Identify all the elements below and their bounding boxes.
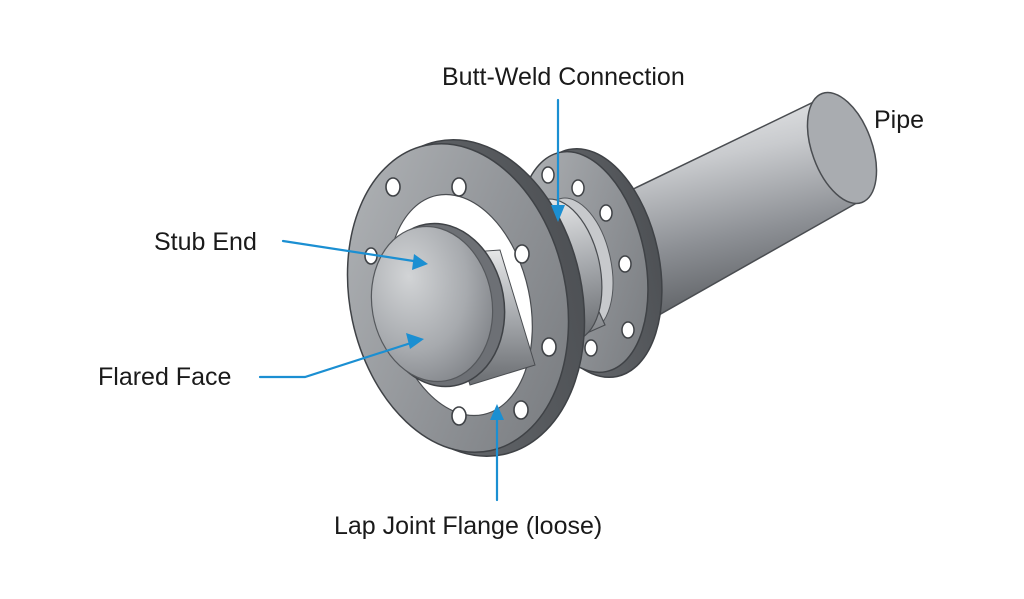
stub-end-arrowhead bbox=[412, 254, 428, 270]
lap-joint-flange-label: Lap Joint Flange (loose) bbox=[334, 512, 603, 540]
bolt-holes-rear bbox=[541, 166, 635, 357]
stub-end-face bbox=[370, 222, 506, 388]
butt-weld-arrowhead bbox=[551, 205, 565, 222]
callouts bbox=[258, 98, 560, 502]
stub-end-callout-line bbox=[281, 239, 422, 264]
bolt-holes-front bbox=[364, 177, 557, 426]
stub-end-label: Stub End bbox=[154, 228, 257, 256]
callout-arrowheads bbox=[406, 205, 565, 420]
lap-joint-arrowhead bbox=[490, 404, 504, 420]
flared-face-callout-line bbox=[258, 340, 416, 379]
butt-weld-connection-label: Butt-Weld Connection bbox=[442, 63, 685, 91]
pipe-label: Pipe bbox=[874, 106, 925, 134]
flared-face-label: Flared Face bbox=[98, 363, 232, 391]
flared-face-arrowhead bbox=[406, 333, 424, 349]
pipe bbox=[599, 91, 878, 322]
